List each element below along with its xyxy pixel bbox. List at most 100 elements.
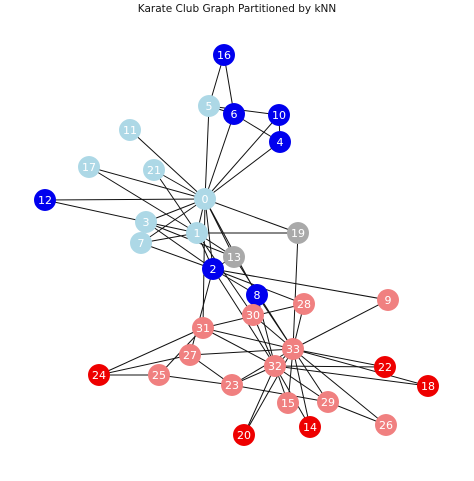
edge-0-7 [140, 198, 206, 244]
edge-14-33 [292, 348, 311, 428]
node-33: 33 [282, 338, 304, 360]
edge-9-33 [292, 299, 389, 350]
node-18: 18 [417, 375, 439, 397]
node-26: 26 [375, 414, 397, 436]
node-circle [130, 232, 152, 254]
node-circle [223, 246, 245, 268]
edge-18-33 [292, 348, 429, 387]
edge-0-5 [204, 105, 210, 200]
edge-31-32 [202, 327, 276, 367]
node-circle [317, 391, 339, 413]
node-circle [213, 44, 235, 66]
node-19: 19 [287, 222, 309, 244]
node-label: 9 [385, 294, 392, 307]
node-24: 24 [88, 364, 110, 386]
node-circle [223, 103, 245, 125]
node-label: 7 [138, 237, 145, 250]
edge-0-10 [204, 114, 280, 200]
node-label: 10 [272, 109, 286, 122]
node-31: 31 [192, 317, 214, 339]
node-label: 33 [286, 343, 300, 356]
node-label: 28 [297, 298, 311, 311]
node-22: 22 [374, 356, 396, 378]
node-13: 13 [223, 246, 245, 268]
node-17: 17 [78, 156, 100, 178]
edge-24-27 [98, 354, 191, 376]
edge-0-19 [204, 198, 299, 234]
node-circle [148, 364, 170, 386]
edge-0-6 [204, 113, 235, 200]
node-label: 23 [225, 379, 239, 392]
node-label: 27 [183, 349, 197, 362]
edge-23-33 [231, 348, 294, 386]
edge-2-27 [189, 268, 214, 356]
node-label: 17 [82, 161, 96, 174]
node-29: 29 [317, 391, 339, 413]
node-label: 5 [206, 100, 213, 113]
node-circle [198, 95, 220, 117]
node-9: 9 [377, 289, 399, 311]
node-label: 24 [92, 369, 106, 382]
node-label: 19 [291, 227, 305, 240]
node-circle [374, 356, 396, 378]
node-5: 5 [198, 95, 220, 117]
node-label: 12 [38, 194, 52, 207]
edge-0-12 [44, 198, 206, 201]
edge-24-31 [98, 327, 204, 376]
edge-1-17 [88, 166, 198, 234]
node-label: 25 [152, 369, 166, 382]
node-4: 4 [269, 131, 291, 153]
node-circle [78, 156, 100, 178]
node-label: 20 [237, 429, 251, 442]
node-circle [282, 338, 304, 360]
node-label: 0 [202, 193, 209, 206]
node-label: 29 [321, 396, 335, 409]
node-label: 31 [196, 322, 210, 335]
node-2: 2 [202, 258, 224, 280]
node-label: 32 [268, 360, 282, 373]
node-circle [242, 304, 264, 326]
node-30: 30 [242, 304, 264, 326]
node-23: 23 [221, 374, 243, 396]
node-circle [246, 284, 268, 306]
node-label: 3 [143, 216, 150, 229]
node-label: 14 [303, 421, 317, 434]
edge-3-12 [44, 199, 147, 223]
edge-18-32 [274, 365, 429, 387]
edge-20-32 [243, 365, 276, 436]
node-circle [417, 375, 439, 397]
node-20: 20 [233, 424, 255, 446]
node-label: 26 [379, 419, 393, 432]
edge-27-33 [189, 348, 294, 356]
node-3: 3 [135, 211, 157, 233]
node-12: 12 [34, 189, 56, 211]
node-circle [277, 392, 299, 414]
node-circle [264, 355, 286, 377]
edge-2-7 [140, 242, 214, 270]
node-circle [287, 222, 309, 244]
node-circle [179, 344, 201, 366]
edge-1-21 [153, 169, 198, 234]
node-label: 16 [217, 49, 231, 62]
node-label: 6 [231, 108, 238, 121]
node-circle [186, 222, 208, 244]
edge-19-33 [292, 232, 299, 350]
node-circle [375, 414, 397, 436]
node-circle [269, 131, 291, 153]
node-label: 1 [194, 227, 201, 240]
node-label: 15 [281, 397, 295, 410]
node-14: 14 [299, 416, 321, 438]
node-circle [377, 289, 399, 311]
edge-2-9 [212, 268, 389, 301]
node-7: 7 [130, 232, 152, 254]
edge-0-11 [129, 129, 206, 200]
chart-title: Karate Club Graph Partitioned by kNN [137, 3, 337, 15]
node-circle [194, 188, 216, 210]
node-label: 11 [123, 124, 137, 137]
edge-23-29 [231, 384, 329, 403]
node-32: 32 [264, 355, 286, 377]
node-circle [299, 416, 321, 438]
node-circle [88, 364, 110, 386]
